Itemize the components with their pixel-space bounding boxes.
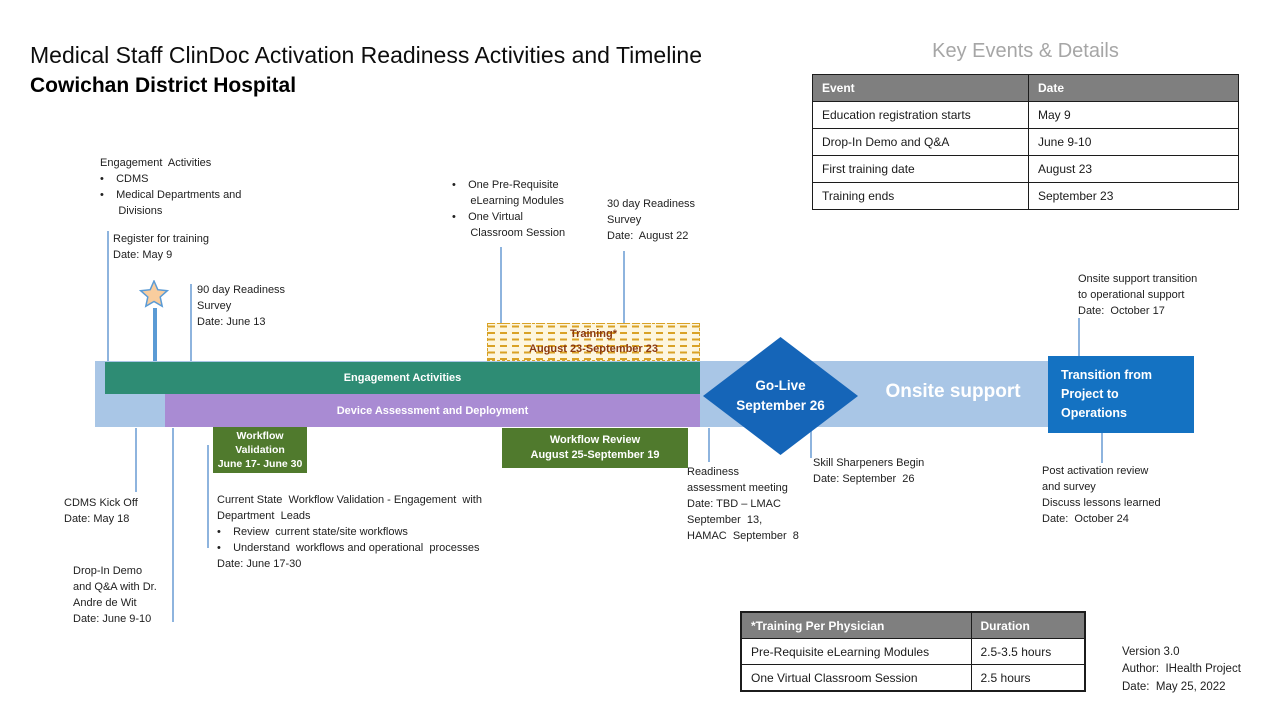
connector-line [500,247,502,323]
table-row: One Virtual Classroom Session 2.5 hours [740,664,1086,692]
note-readiness-meeting: Readiness assessment meeting Date: TBD –… [687,466,799,542]
date-cell: September 23 [1028,182,1239,210]
note-register-training: Register for training Date: May 9 [113,233,209,261]
table-row: Drop-In Demo and Q&A June 9-10 [812,128,1239,156]
item-cell: Pre-Requisite eLearning Modules [740,638,972,665]
item-cell: One Virtual Classroom Session [740,664,972,692]
key-events-header-row: Event Date [812,74,1239,102]
note-30-day-readiness: 30 day Readiness Survey Date: August 22 [607,198,696,242]
event-cell: First training date [812,155,1029,183]
connector-line [708,428,710,462]
note-post-activation: Post activation review and survey Discus… [1042,465,1161,525]
go-live-diamond: Go-Live September 26 [703,337,858,455]
connector-line [172,428,174,622]
key-events-table: Event Date Education registration starts… [812,74,1239,210]
key-events-col-event: Event [812,74,1029,102]
version-footer: Version 3.0 Author: IHealth Project Date… [1122,646,1241,693]
training-per-physician-table: *Training Per Physician Duration Pre-Req… [740,611,1086,692]
note-90-day-readiness: 90 day Readiness Survey Date: June 13 [197,284,286,328]
star-connector-line [153,308,157,362]
duration-cell: 2.5-3.5 hours [970,638,1086,665]
training-col-item: *Training Per Physician [740,611,972,639]
note-onsite-transition: Onsite support transition to operational… [1078,273,1198,317]
table-row: Training ends September 23 [812,182,1239,210]
connector-line [810,428,812,458]
key-events-col-date: Date [1028,74,1239,102]
date-cell: August 23 [1028,155,1239,183]
connector-line [1078,318,1080,356]
key-events-heading: Key Events & Details [932,40,1119,62]
event-cell: Training ends [812,182,1029,210]
connector-line [107,231,109,361]
training-table-header-row: *Training Per Physician Duration [740,611,1086,639]
duration-cell: 2.5 hours [970,664,1086,692]
note-current-state-workflow: Current State Workflow Validation - Enga… [217,494,482,570]
note-cdms-kickoff: CDMS Kick Off Date: May 18 [64,497,138,525]
note-dropin-demo: Drop-In Demo and Q&A with Dr. Andre de W… [73,565,157,625]
connector-line [135,428,137,492]
date-cell: June 9-10 [1028,128,1239,156]
table-row: First training date August 23 [812,155,1239,183]
date-cell: May 9 [1028,101,1239,129]
note-skill-sharpeners: Skill Sharpeners Begin Date: September 2… [813,457,925,485]
onsite-support-label: Onsite support [885,381,1021,402]
page-subtitle: Cowichan District Hospital [30,74,297,97]
table-row: Education registration starts May 9 [812,101,1239,129]
training-period-box: Training* August 23-September 23 [487,323,700,361]
note-prerequisite-bullets: • One Pre-Requisite eLearning Modules • … [452,179,566,239]
event-cell: Education registration starts [812,101,1029,129]
training-col-duration: Duration [970,611,1086,639]
star-icon [138,279,170,315]
table-row: Pre-Requisite eLearning Modules 2.5-3.5 … [740,638,1086,665]
connector-line [190,284,192,361]
transition-to-operations-box: Transition from Project to Operations [1048,356,1194,433]
engagement-activities-bar: Engagement Activities [105,362,700,394]
page-title: Medical Staff ClinDoc Activation Readine… [30,42,703,68]
note-engagement-activities: Engagement Activities • CDMS • Medical D… [100,157,242,217]
connector-line [207,445,209,548]
connector-line [1101,433,1103,463]
device-assessment-bar: Device Assessment and Deployment [165,394,700,427]
workflow-review-box: Workflow Review August 25-September 19 [502,428,688,468]
connector-line [623,251,625,323]
event-cell: Drop-In Demo and Q&A [812,128,1029,156]
workflow-validation-box: Workflow Validation June 17- June 30 [213,427,307,473]
